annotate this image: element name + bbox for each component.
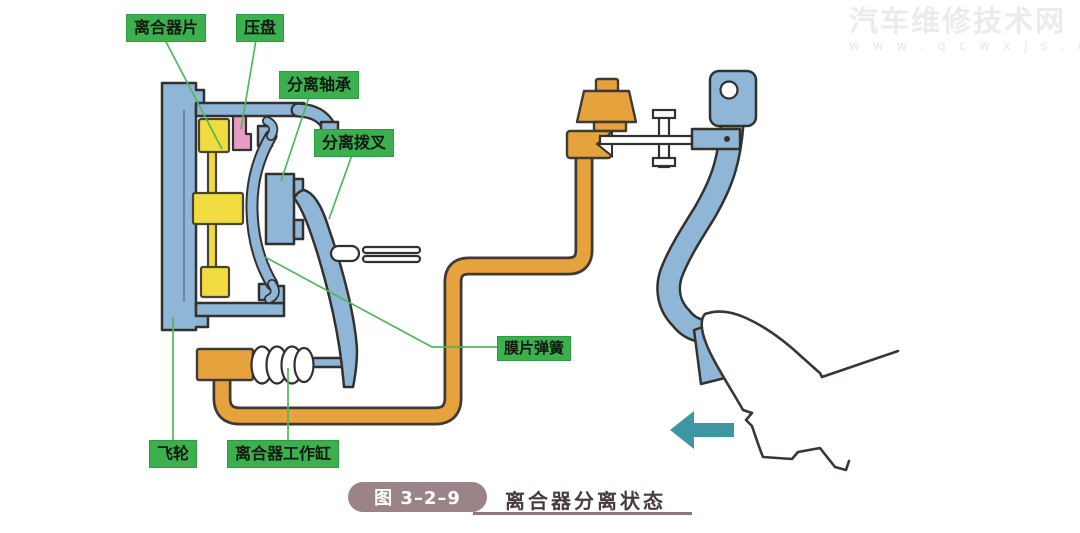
leader-clutch-disc (164, 39, 223, 150)
master-cylinder (565, 77, 638, 160)
clutch-cover-top-bar (194, 101, 306, 118)
fork-pivot-pin (329, 244, 361, 263)
leader-release-fork (328, 154, 353, 220)
press-direction-arrow-icon (670, 411, 734, 449)
label-release-bearing: 分离轴承 (279, 71, 360, 99)
watermark-site-name: 汽车维修技术网 (849, 4, 1067, 38)
fork-clevis-prong-top (361, 245, 422, 255)
clevis-pin (724, 136, 730, 142)
clutch-pedal (656, 69, 758, 386)
driver-foot-outline (700, 310, 900, 472)
release-bearing-part (264, 172, 305, 246)
hydraulic-pipe (212, 156, 594, 426)
reservoir-cap (594, 77, 620, 93)
figure-number-badge: 图 3–2–9 (348, 482, 487, 512)
fork-clevis-prong-bottom (361, 254, 422, 264)
slave-cylinder-body (195, 347, 255, 382)
caption-underline (473, 512, 692, 515)
leader-lines (164, 39, 498, 440)
leader-diaphragm-spring (264, 256, 498, 348)
label-diaphragm-spring: 膜片弹簧 (497, 336, 572, 361)
pushrod-clevis (690, 127, 742, 151)
leader-release-bearing (280, 96, 310, 182)
pedal-arm (658, 89, 743, 341)
label-pressure-plate: 压盘 (236, 14, 285, 42)
watermark: 汽车维修技术网 w w w . q c w x j s . c o m (849, 4, 1080, 55)
master-pushrod (598, 134, 694, 146)
clutch-disc-pad-bottom (199, 265, 231, 299)
label-flywheel: 飞轮 (149, 440, 198, 468)
label-slave-cylinder: 离合器工作缸 (227, 440, 340, 468)
watermark-url: w w w . q c w x j s . c o m (849, 39, 1080, 55)
clutch-disc-hub (191, 191, 245, 226)
label-release-fork: 分离拨叉 (314, 129, 395, 157)
label-clutch-disc: 离合器片 (126, 14, 207, 42)
reservoir-neck (592, 120, 628, 133)
pedal-plate-hole (719, 80, 739, 100)
clutch-cover-bottom-bar (194, 301, 286, 318)
fluid-reservoir (575, 89, 638, 124)
slave-boot (250, 345, 315, 385)
figure-title: 离合器分离状态 (505, 489, 666, 513)
diaphragm-spring-part (245, 116, 280, 304)
leader-pressure-plate (240, 39, 257, 130)
bearing-tab-bottom (292, 218, 305, 241)
